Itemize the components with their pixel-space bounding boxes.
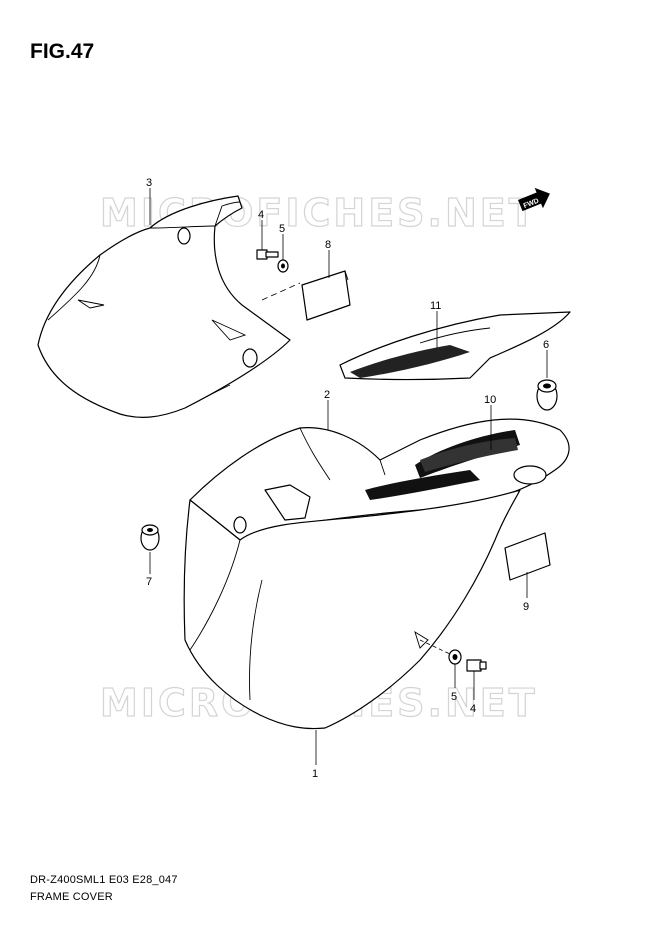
part-4-bolt-upper [256,249,279,260]
callout-3: 3 [146,177,152,189]
callout-11: 11 [430,300,441,312]
part-9-pad [504,532,551,581]
callout-10: 10 [484,394,496,406]
callout-4-upper: 4 [258,209,264,221]
part-3-frame-cover-upper [37,195,291,418]
figure-title: FIG.47 [30,40,95,63]
callout-6: 6 [543,339,549,351]
callout-4-lower: 4 [470,703,476,715]
part-6-grommet-upper [536,379,558,411]
leader-lines [149,188,548,765]
part-5-washer-lower [448,649,462,665]
part-11-emblem [339,311,571,381]
part-7-grommet-lower [140,524,160,551]
callout-2: 2 [324,389,330,401]
part-5-washer-upper [277,259,289,273]
callout-7: 7 [146,576,152,588]
callout-9: 9 [523,601,529,613]
callout-5-upper: 5 [279,223,285,235]
part-1-side-cover [183,489,521,730]
callout-1: 1 [312,768,318,780]
callout-5-lower: 5 [451,691,457,703]
part-4-bolt-lower [466,659,487,672]
part-8-pad [301,270,351,321]
section-name: FRAME COVER [30,891,113,903]
part-10-emblem [420,438,518,472]
callout-8: 8 [325,239,331,251]
model-code: DR-Z400SML1 E03 E28_047 [30,874,178,886]
